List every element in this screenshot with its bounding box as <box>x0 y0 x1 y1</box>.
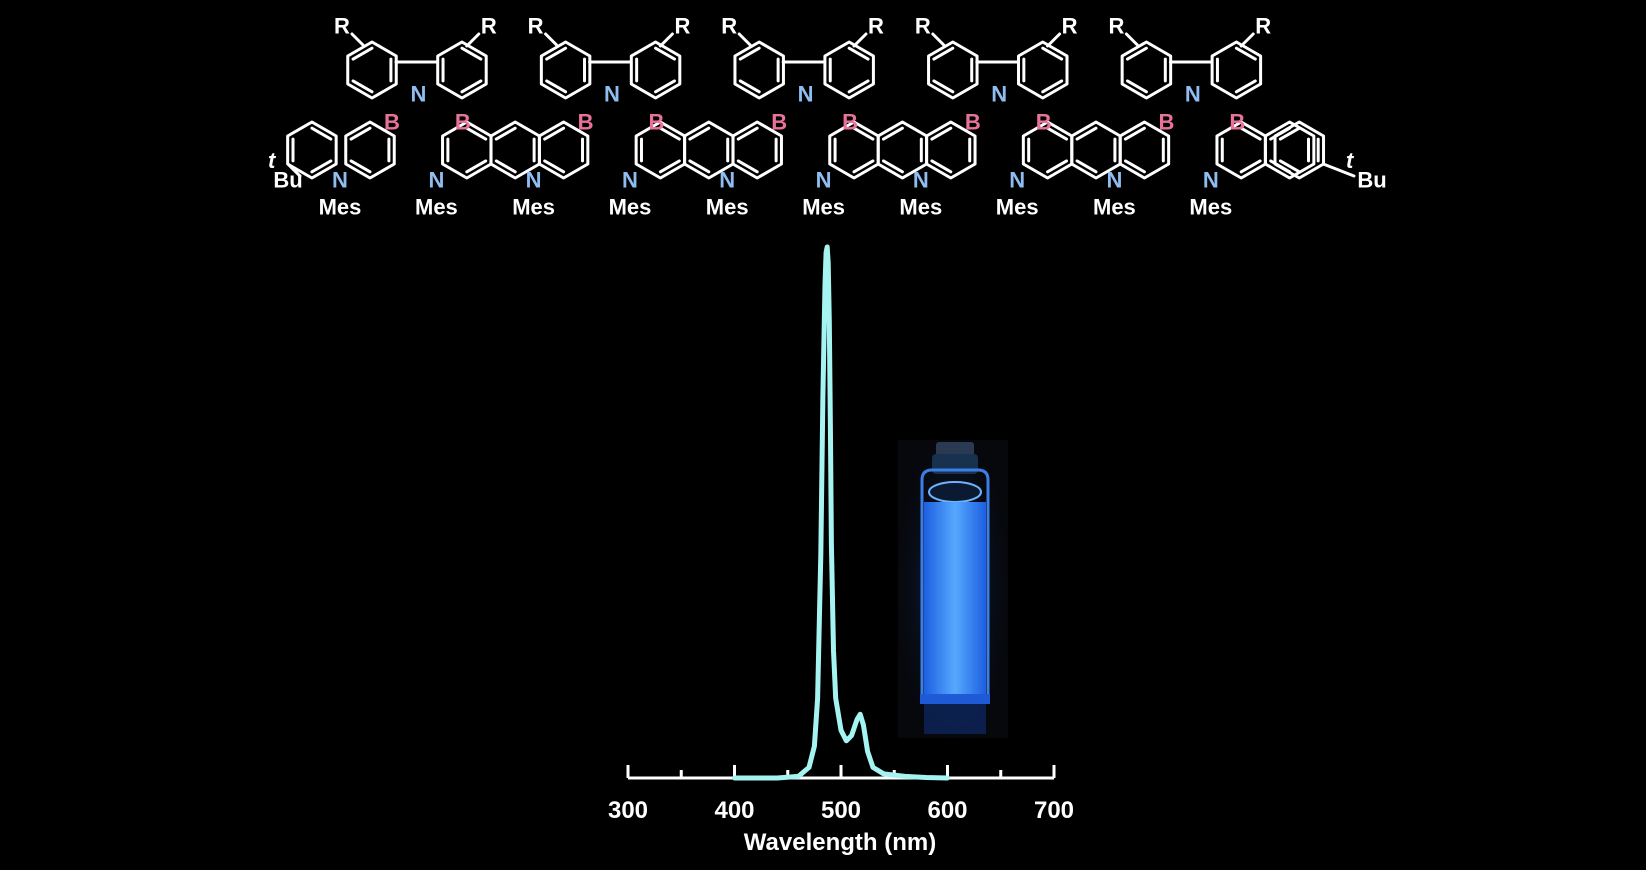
r-substituent: R <box>528 14 544 39</box>
r-substituent: R <box>868 14 884 39</box>
nitrogen-atom: N <box>719 168 735 193</box>
mesityl-label: Mes <box>899 195 942 220</box>
bonds <box>286 32 1356 180</box>
nitrogen-atom: N <box>991 82 1007 107</box>
x-axis: 300 400 500 600 700 <box>608 765 1074 824</box>
boron-atom: B <box>965 110 981 135</box>
mesityl-label: Mes <box>706 195 749 220</box>
tbu-right-superscript: t <box>1346 148 1355 173</box>
tbu-right: Bu <box>1357 168 1386 193</box>
x-tick-label: 300 <box>608 797 648 824</box>
mesityl-label: Mes <box>415 195 458 220</box>
r-substituent: R <box>915 14 931 39</box>
tbu-left-superscript: t <box>268 148 277 173</box>
x-tick-label: 600 <box>927 797 967 824</box>
r-substituent: R <box>1255 14 1271 39</box>
mesityl-label: Mes <box>1189 195 1232 220</box>
r-substituent: R <box>674 14 690 39</box>
r-substituent: R <box>1062 14 1078 39</box>
mesityl-label: Mes <box>802 195 845 220</box>
fluorescent-solution <box>924 502 986 694</box>
x-tick-label: 700 <box>1034 797 1074 824</box>
nitrogen-atom: N <box>1106 168 1122 193</box>
boron-atom: B <box>842 110 858 135</box>
boron-atom: B <box>1036 110 1052 135</box>
r-substituent: R <box>721 14 737 39</box>
boron-atom: B <box>578 110 594 135</box>
nitrogen-atom: N <box>332 168 348 193</box>
nitrogen-atom: N <box>526 168 542 193</box>
nitrogen-atom: N <box>816 168 832 193</box>
mesityl-label: Mes <box>609 195 652 220</box>
r-substituent: R <box>1108 14 1124 39</box>
boron-atom: B <box>771 110 787 135</box>
cuvette-cap <box>936 442 974 456</box>
nitrogen-atom: N <box>1185 82 1201 107</box>
boron-atom: B <box>455 110 471 135</box>
boron-atom: B <box>1229 110 1245 135</box>
mesityl-label: Mes <box>512 195 555 220</box>
mesityl-label: Mes <box>319 195 362 220</box>
r-substituent: R <box>334 14 350 39</box>
mesityl-label: Mes <box>996 195 1039 220</box>
r-substituent: R <box>481 14 497 39</box>
boron-atom: B <box>384 110 400 135</box>
nitrogen-atom: N <box>1009 168 1025 193</box>
nitrogen-atom: N <box>410 82 426 107</box>
nitrogen-atom: N <box>913 168 929 193</box>
nitrogen-atom: N <box>604 82 620 107</box>
boron-atom: B <box>1158 110 1174 135</box>
boron-atom: B <box>649 110 665 135</box>
mesityl-label: Mes <box>1093 195 1136 220</box>
nitrogen-atom: N <box>428 168 444 193</box>
x-tick-label: 400 <box>714 797 754 824</box>
cuvette-photo <box>898 440 1008 738</box>
nitrogen-atom: N <box>1203 168 1219 193</box>
nitrogen-atom: N <box>622 168 638 193</box>
emission-series-line <box>732 244 950 781</box>
tbu-left: Bu <box>273 168 302 193</box>
x-axis-label: Wavelength (nm) <box>744 829 936 856</box>
x-tick-label: 500 <box>821 797 861 824</box>
nitrogen-atom: N <box>798 82 814 107</box>
